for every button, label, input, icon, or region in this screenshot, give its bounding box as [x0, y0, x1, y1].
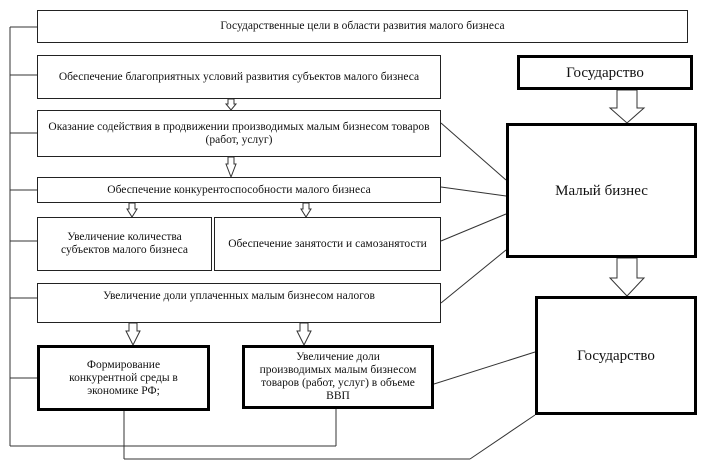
- connector-line: [440, 213, 507, 242]
- small-business-box: Малый бизнес: [506, 123, 697, 258]
- connector-line: [440, 186, 507, 197]
- down-arrow: [224, 98, 238, 111]
- down-arrow: [608, 89, 646, 124]
- state-bottom-box: Государство: [535, 296, 697, 415]
- down-arrow: [125, 322, 141, 347]
- goals-title-box: Государственные цели в области развития …: [37, 10, 688, 43]
- increase-count-box: Увеличение количества субъектов малого б…: [37, 217, 212, 271]
- connector-line: [433, 351, 536, 385]
- tax-share-box: Увеличение доли уплаченных малым бизнесо…: [37, 283, 441, 323]
- down-arrow: [225, 156, 237, 179]
- down-arrow: [296, 322, 312, 347]
- connector-line: [440, 122, 507, 181]
- competitiveness-box: Обеспечение конкурентоспособности малого…: [37, 177, 441, 203]
- gdp-share-box: Увеличение доли производимых малым бизне…: [242, 345, 434, 409]
- down-arrow: [608, 257, 646, 297]
- connector-line: [440, 249, 507, 304]
- favorable-conditions-box: Обеспечение благоприятных условий развит…: [37, 55, 441, 99]
- down-arrow: [126, 202, 138, 218]
- bottom-loop-line: [469, 414, 536, 460]
- competitive-environment-box: Формирование конкурентной среды в эконом…: [37, 345, 210, 411]
- state-top-box: Государство: [517, 55, 693, 90]
- promotion-box: Оказание содействия в продвижении произв…: [37, 110, 441, 157]
- down-arrow: [300, 202, 312, 218]
- employment-box: Обеспечение занятости и самозанятости: [214, 217, 441, 271]
